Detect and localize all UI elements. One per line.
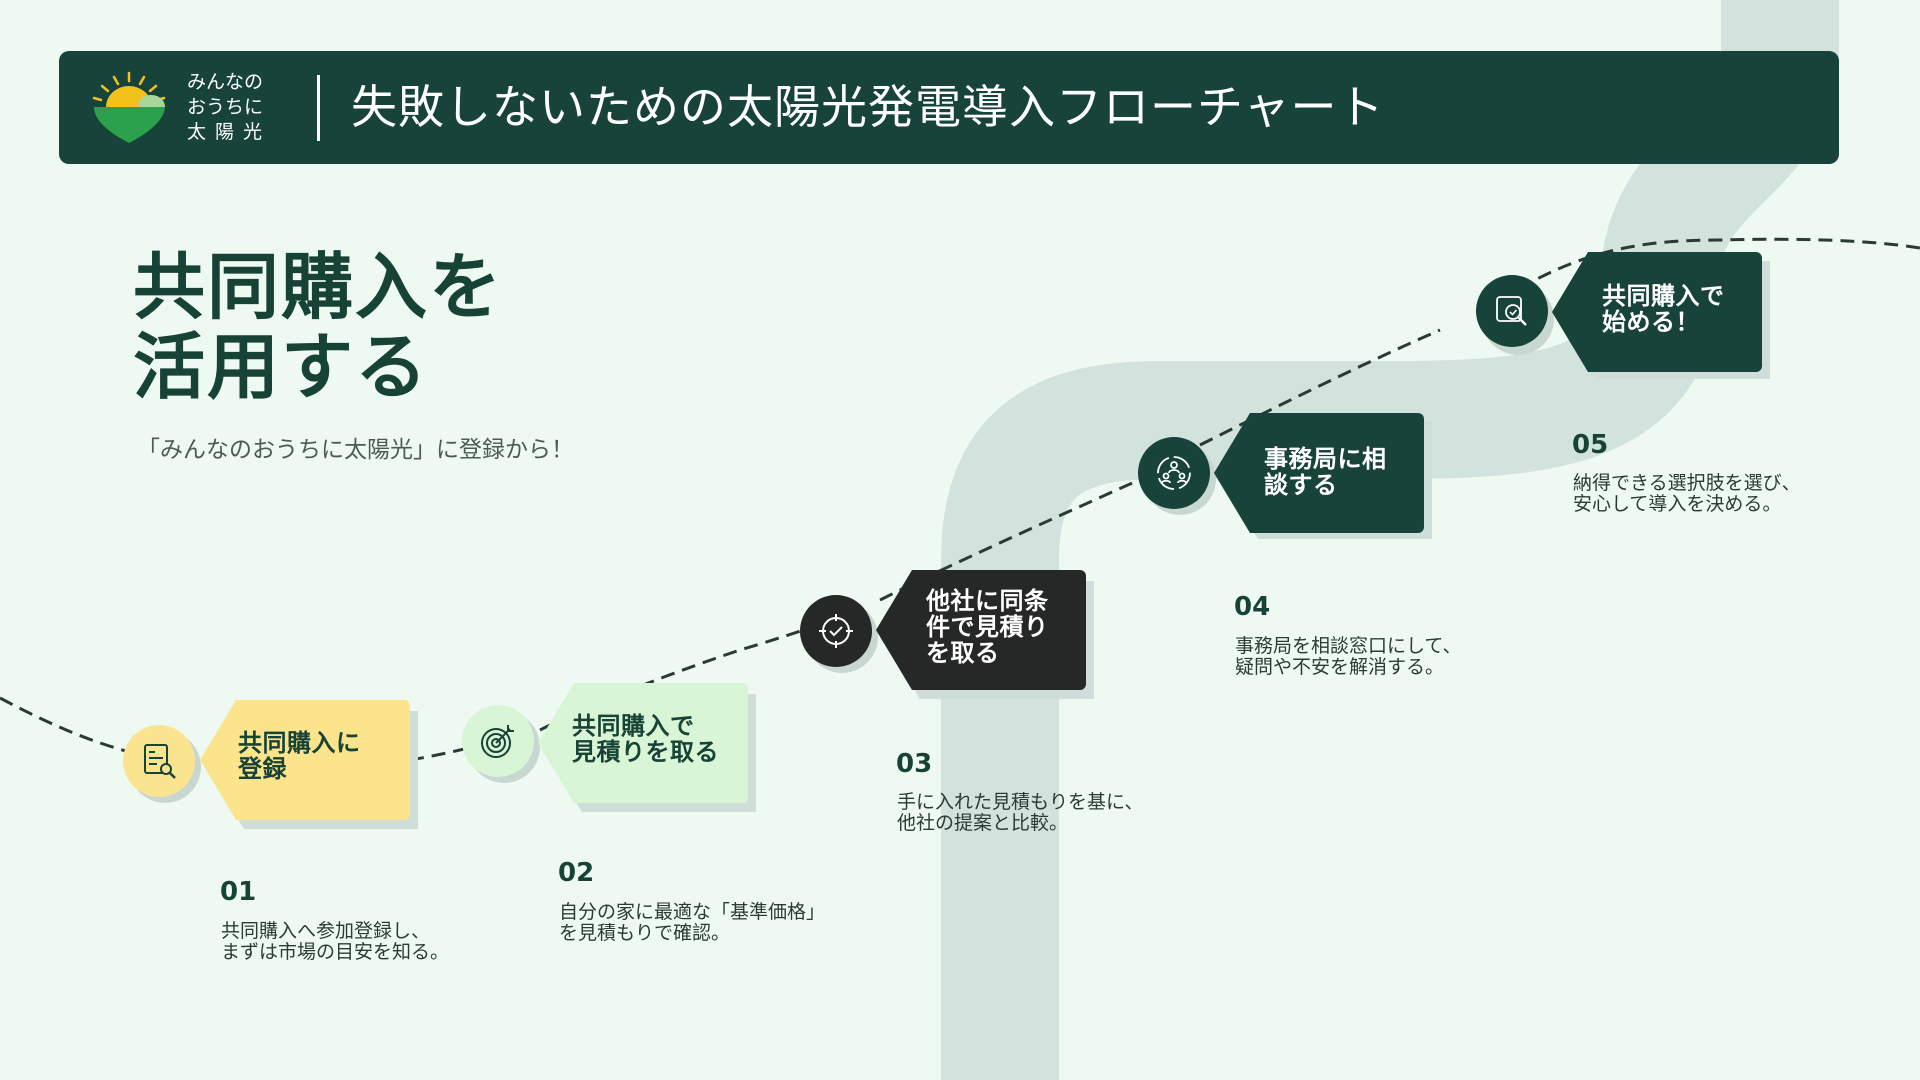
step-4-tag: 事務局に相 談する (1214, 413, 1424, 533)
step-3-tag: 他社に同条 件で見積り を取る (876, 570, 1086, 690)
step-3-description: 手に入れた見積もりを基に、 他社の提案と比較。 (897, 791, 1144, 834)
step-5-number: 05 (1572, 430, 1609, 460)
step-2-circle (462, 705, 534, 777)
step-2-description: 自分の家に最適な「基準価格」 を見積もりで確認。 (559, 901, 826, 944)
step-4-circle (1138, 437, 1210, 509)
brand-line-3: 太陽光 (187, 121, 272, 143)
brand-line-2: おうちに (187, 96, 264, 118)
step-5-label: 共同購入で 始める！ (1602, 282, 1725, 336)
step-1-number: 01 (220, 877, 257, 907)
hero-title-line-2: 活用する (133, 325, 430, 409)
step-2-label: 共同購入で 見積りを取る (572, 712, 719, 766)
step-3-label: 他社に同条 件で見積り を取る (926, 587, 1049, 667)
step-3-circle (800, 595, 872, 667)
step-5-circle (1476, 275, 1548, 347)
step-5-tag: 共同購入で 始める！ (1552, 252, 1762, 372)
magnifier-check-icon (1496, 296, 1527, 326)
step-5-description: 納得できる選択肢を選び、 安心して導入を決める。 (1573, 472, 1801, 515)
step-2-tag: 共同購入で 見積りを取る (538, 683, 748, 803)
step-4-number: 04 (1234, 592, 1271, 622)
document-search-icon (144, 744, 176, 779)
step-4-label: 事務局に相 談する (1264, 445, 1387, 499)
step-1-tag: 共同購入に 登録 (200, 700, 410, 820)
crosshair-check-icon (819, 614, 853, 648)
hero-title-line-1: 共同購入を (133, 245, 504, 329)
step-1-label: 共同購入に 登録 (238, 729, 361, 783)
sun-heart-logo-icon (92, 71, 166, 143)
hero-subtitle: 「みんなのおうちに太陽光」に登録から！ (137, 437, 574, 463)
header-bar: みんなの おうちに 太陽光 失敗しないための太陽光発電導入フローチャート (59, 51, 1839, 164)
brand-line-1: みんなの (187, 71, 264, 93)
step-1-circle (123, 725, 195, 797)
dashed-flow-path (0, 237, 1920, 767)
target-icon (481, 725, 514, 758)
step-1-description: 共同購入へ参加登録し、 まずは市場の目安を知る。 (221, 920, 450, 963)
header-divider (317, 75, 320, 141)
step-4-description: 事務局を相談窓口にして、 疑問や不安を解消する。 (1235, 635, 1462, 678)
step-2-number: 02 (558, 858, 595, 888)
hero-title: 共同購入を 活用する (133, 247, 503, 407)
brand-logo-text: みんなの おうちに 太陽光 (187, 70, 297, 145)
page-title: 失敗しないための太陽光発電導入フローチャート (351, 80, 1385, 134)
step-3-number: 03 (896, 749, 933, 779)
people-circle-icon (1157, 456, 1191, 490)
